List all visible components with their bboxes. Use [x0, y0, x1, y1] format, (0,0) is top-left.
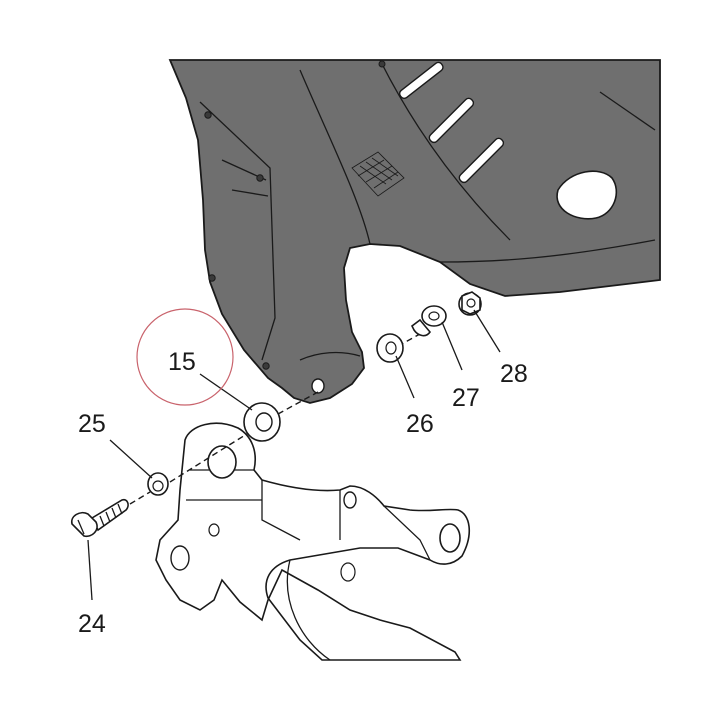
- cover-cutout: [556, 170, 618, 220]
- washer-15: [243, 402, 281, 442]
- spacer-25: [147, 472, 169, 496]
- bolt-24: [70, 498, 129, 538]
- swingarm-bracket: [155, 422, 470, 661]
- callout-26: 26: [406, 410, 434, 438]
- callout-24: 24: [78, 610, 106, 638]
- callout-28: 28: [500, 360, 528, 388]
- washer-26: [376, 333, 404, 363]
- assembly-axis-upper: [277, 391, 319, 415]
- cover-slots: [398, 61, 505, 184]
- callout-15: 15: [168, 348, 196, 376]
- leader-lines: [87, 309, 501, 601]
- bushing-27: [410, 305, 447, 337]
- nut-28: [458, 291, 482, 316]
- assembly-axis-lower: [169, 431, 251, 483]
- cover-plate: [168, 59, 661, 404]
- assembly-axis-bolt: [129, 491, 151, 505]
- texture-mark: [351, 151, 405, 197]
- callout-25: 25: [78, 410, 106, 438]
- callout-27: 27: [452, 384, 480, 412]
- highlight-circle-15: [136, 308, 234, 406]
